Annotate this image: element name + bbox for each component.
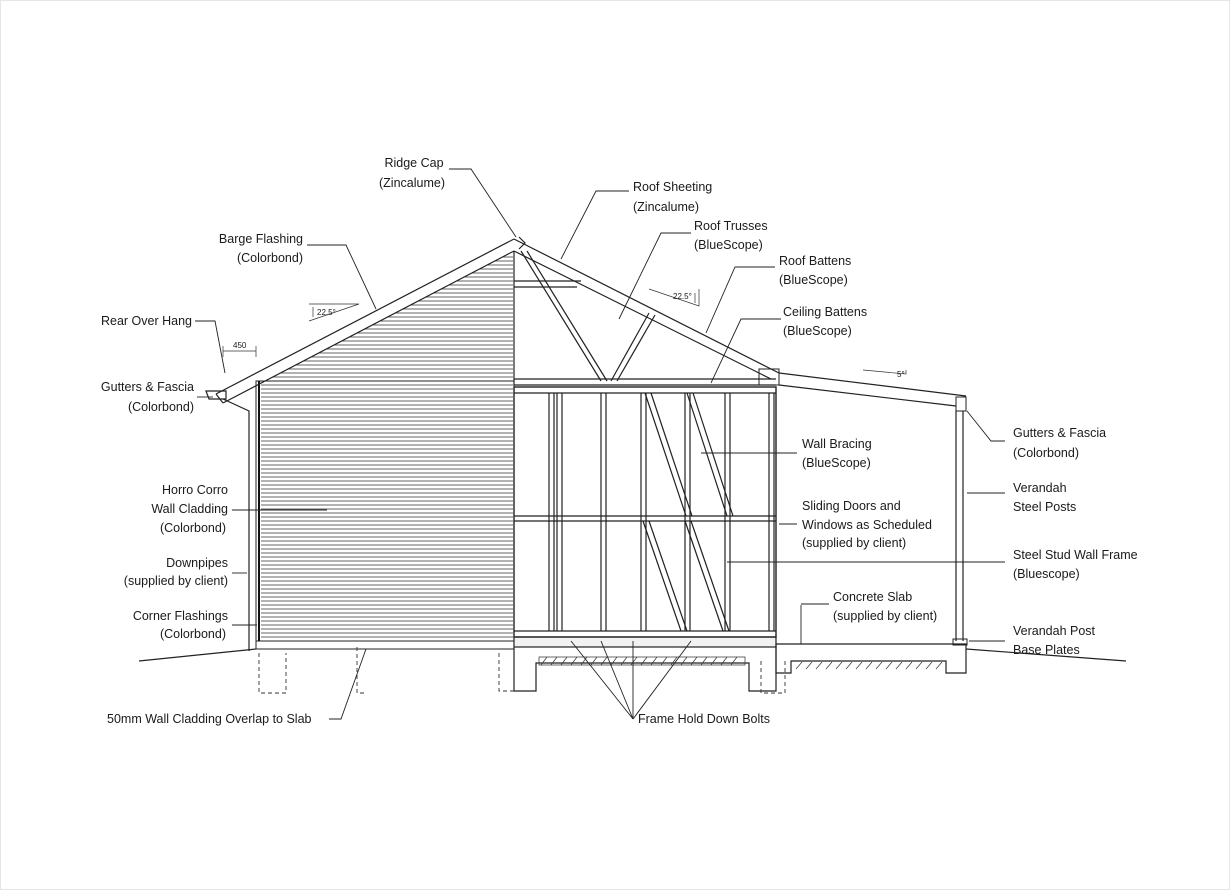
svg-text:Verandah: Verandah: [1013, 481, 1067, 495]
pitch-right: 22.5°: [673, 292, 692, 301]
verandah-slab: [775, 605, 967, 674]
svg-text:Wall Bracing: Wall Bracing: [802, 437, 872, 451]
svg-text:(Zincalume): (Zincalume): [633, 200, 699, 214]
svg-text:(Bluescope): (Bluescope): [1013, 567, 1080, 581]
svg-text:(BlueScope): (BlueScope): [694, 238, 763, 252]
label-overlap: 50mm Wall Cladding Overlap to Slab: [107, 712, 312, 726]
svg-text:(supplied by client): (supplied by client): [124, 574, 228, 588]
pitch-symbol-verandah: 5°: [862, 369, 907, 379]
label-ceiling-battens: Ceiling Battens (BlueScope): [783, 305, 867, 338]
svg-text:Wall Cladding: Wall Cladding: [151, 502, 228, 516]
roof-left: [205, 238, 515, 651]
svg-text:Verandah Post: Verandah Post: [1013, 624, 1096, 638]
svg-text:(supplied by client): (supplied by client): [833, 609, 937, 623]
svg-text:(Colorbond): (Colorbond): [237, 251, 303, 265]
svg-text:Roof Trusses: Roof Trusses: [694, 219, 768, 233]
svg-text:Horro Corro: Horro Corro: [162, 483, 228, 497]
pitch-verandah: 5°: [897, 370, 905, 379]
label-gutters-right: Gutters & Fascia (Colorbond): [1013, 426, 1106, 460]
svg-text:(supplied by client): (supplied by client): [802, 536, 906, 550]
label-downpipes: Downpipes (supplied by client): [124, 556, 228, 588]
label-gutters-left: Gutters & Fascia (Colorbond): [101, 380, 194, 414]
svg-text:Steel Posts: Steel Posts: [1013, 500, 1076, 514]
label-sliding-doors: Sliding Doors and Windows as Scheduled (…: [802, 499, 932, 550]
svg-text:(Colorbond): (Colorbond): [160, 627, 226, 641]
label-corner-flashings: Corner Flashings (Colorbond): [133, 609, 228, 641]
label-verandah-posts: Verandah Steel Posts: [1013, 481, 1076, 514]
label-hold-down-bolts: Frame Hold Down Bolts: [638, 712, 770, 726]
steel-stud-frame: [513, 386, 777, 638]
svg-text:(Colorbond): (Colorbond): [1013, 446, 1079, 460]
svg-text:Rear Over Hang: Rear Over Hang: [101, 314, 192, 328]
label-concrete-slab: Concrete Slab (supplied by client): [833, 590, 937, 623]
ground-line: [138, 648, 1127, 662]
overhang-dimension: 450: [233, 341, 247, 350]
svg-text:Roof Battens: Roof Battens: [779, 254, 851, 268]
svg-text:Sliding Doors and: Sliding Doors and: [802, 499, 901, 513]
svg-text:Steel Stud Wall Frame: Steel Stud Wall Frame: [1013, 548, 1138, 562]
label-ridge-cap: Ridge Cap (Zincalume): [379, 156, 445, 190]
svg-text:(BlueScope): (BlueScope): [802, 456, 871, 470]
label-roof-sheeting: Roof Sheeting (Zincalume): [633, 180, 712, 214]
verandah-roof: [778, 372, 968, 646]
label-stud-frame: Steel Stud Wall Frame (Bluescope): [1013, 548, 1138, 581]
svg-text:Barge Flashing: Barge Flashing: [219, 232, 303, 246]
label-barge-flashing: Barge Flashing (Colorbond): [219, 232, 303, 265]
svg-text:Downpipes: Downpipes: [166, 556, 228, 570]
pitch-symbol-right: 22.5°: [648, 288, 700, 307]
svg-text:(BlueScope): (BlueScope): [783, 324, 852, 338]
roof-truss: [513, 250, 780, 386]
gable-cladding: [272, 256, 513, 378]
svg-text:(BlueScope): (BlueScope): [779, 273, 848, 287]
pitch-symbol-left: 22.5°: [308, 303, 360, 322]
wall-cladding-panel: [248, 380, 515, 651]
svg-text:Gutters & Fascia: Gutters & Fascia: [1013, 426, 1106, 440]
svg-text:Gutters & Fascia: Gutters & Fascia: [101, 380, 194, 394]
pitch-left: 22.5°: [317, 308, 336, 317]
label-post-base: Verandah Post Base Plates: [1013, 624, 1096, 657]
label-wall-bracing: Wall Bracing (BlueScope): [802, 437, 872, 470]
svg-text:50mm Wall Cladding Overlap to: 50mm Wall Cladding Overlap to Slab: [107, 712, 312, 726]
svg-text:Corner Flashings: Corner Flashings: [133, 609, 228, 623]
svg-text:(Colorbond): (Colorbond): [128, 400, 194, 414]
label-roof-battens: Roof Battens (BlueScope): [779, 254, 851, 287]
svg-text:Frame Hold Down Bolts: Frame Hold Down Bolts: [638, 712, 770, 726]
label-wall-cladding: Horro Corro Wall Cladding (Colorbond): [151, 483, 228, 535]
svg-text:(Zincalume): (Zincalume): [379, 176, 445, 190]
svg-text:Ridge Cap: Ridge Cap: [384, 156, 443, 170]
roof-right: [513, 236, 780, 380]
concrete-slab: [255, 636, 786, 694]
dimension-overhang: 450: [222, 341, 257, 357]
svg-text:Roof Sheeting: Roof Sheeting: [633, 180, 712, 194]
svg-text:Base Plates: Base Plates: [1013, 643, 1080, 657]
label-rear-over-hang: Rear Over Hang: [101, 314, 192, 328]
leader-lines: [195, 168, 1005, 720]
label-roof-trusses: Roof Trusses (BlueScope): [694, 219, 768, 252]
svg-text:Concrete Slab: Concrete Slab: [833, 590, 912, 604]
svg-text:Windows as Scheduled: Windows as Scheduled: [802, 518, 932, 532]
svg-text:(Colorbond): (Colorbond): [160, 521, 226, 535]
svg-text:Ceiling Battens: Ceiling Battens: [783, 305, 867, 319]
